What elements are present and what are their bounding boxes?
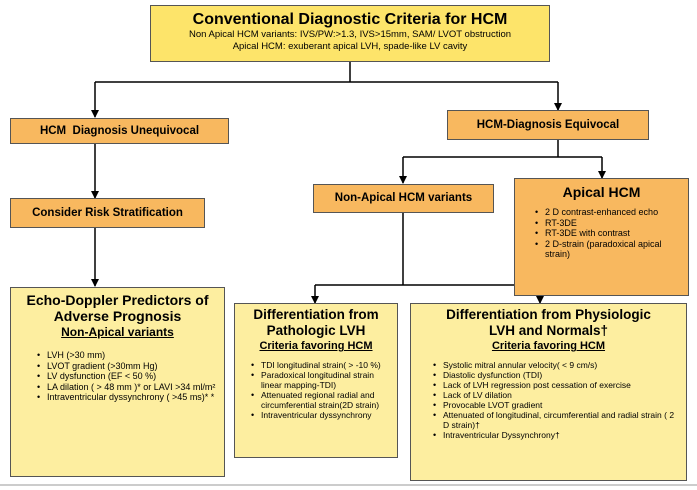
unequivocal-label: HCM Diagnosis Unequivocal — [39, 125, 200, 137]
pathologic-heading-1: Differentiation from — [253, 307, 379, 322]
echo-subheading: Non-Apical variants — [61, 325, 174, 339]
physiologic-item: Diastolic dysfunction (TDI) — [433, 370, 680, 381]
echo-item: LA dilation ( > 48 mm )* or LAVI >34 ml/… — [37, 382, 218, 393]
physiologic-heading-2: LVH and Normals† — [488, 323, 609, 338]
title-line-1: Non Apical HCM variants: IVS/PW:>1.3, IV… — [188, 29, 512, 40]
echo-item: Intraventricular dyssynchrony ( >45 ms)*… — [37, 392, 218, 403]
pathologic-item: Intraventricular dyssynchrony — [251, 410, 393, 421]
pathologic-box: Differentiation from Pathologic LVH Crit… — [234, 303, 398, 458]
apical-box: Apical HCM 2 D contrast-enhanced echo RT… — [514, 178, 689, 296]
physiologic-box: Differentiation from Physiologic LVH and… — [410, 303, 687, 481]
risk-box: Consider Risk Stratification — [10, 198, 205, 228]
echo-item: LV dysfunction (EF < 50 %) — [37, 371, 218, 382]
nonapical-box: Non-Apical HCM variants — [313, 184, 494, 213]
physiologic-list: Systolic mitral annular velocity( < 9 cm… — [429, 360, 680, 441]
title-box: Conventional Diagnostic Criteria for HCM… — [150, 5, 550, 62]
apical-heading: Apical HCM — [562, 184, 641, 200]
pathologic-item: Paradoxical longitudinal strain linear m… — [251, 370, 393, 390]
physiologic-item: Attenuated of longitudinal, circumferent… — [433, 410, 680, 430]
echo-item: LVH (>30 mm) — [37, 350, 218, 361]
physiologic-item: Intraventricular Dyssynchrony† — [433, 430, 680, 441]
apical-list: 2 D contrast-enhanced echo RT-3DE RT-3DE… — [531, 207, 682, 260]
pathologic-list: TDI longitudinal strain( > -10 %) Parado… — [247, 360, 393, 421]
echo-box: Echo-Doppler Predictors of Adverse Progn… — [10, 287, 225, 477]
physiologic-item: Provocable LVOT gradient — [433, 400, 680, 411]
title-heading: Conventional Diagnostic Criteria for HCM — [192, 11, 508, 28]
equivocal-label: HCM-Diagnosis Equivocal — [476, 119, 620, 131]
risk-label: Consider Risk Stratification — [32, 207, 183, 219]
physiologic-subheading: Criteria favoring HCM — [491, 340, 606, 352]
physiologic-heading-1: Differentiation from Physiologic — [446, 307, 651, 322]
echo-heading-2: Adverse Prognosis — [53, 308, 182, 324]
apical-item: RT-3DE with contrast — [535, 228, 682, 239]
equivocal-box: HCM-Diagnosis Equivocal — [447, 110, 649, 140]
pathologic-subheading: Criteria favoring HCM — [259, 340, 373, 352]
apical-item: 2 D-strain (paradoxical apical strain) — [535, 239, 682, 260]
apical-item: 2 D contrast-enhanced echo — [535, 207, 682, 218]
unequivocal-box: HCM Diagnosis Unequivocal — [10, 118, 229, 144]
echo-item: LVOT gradient (>30mm Hg) — [37, 361, 218, 372]
echo-list: LVH (>30 mm) LVOT gradient (>30mm Hg) LV… — [33, 350, 218, 403]
pathologic-item: Attenuated regional radial and circumfer… — [251, 390, 393, 410]
title-line-2: Apical HCM: exuberant apical LVH, spade-… — [232, 41, 468, 52]
pathologic-heading-2: Pathologic LVH — [266, 323, 366, 338]
physiologic-item: Lack of LVH regression post cessation of… — [433, 380, 680, 391]
pathologic-item: TDI longitudinal strain( > -10 %) — [251, 360, 393, 371]
physiologic-item: Lack of LV dilation — [433, 390, 680, 401]
physiologic-item: Systolic mitral annular velocity( < 9 cm… — [433, 360, 680, 371]
apical-item: RT-3DE — [535, 218, 682, 229]
nonapical-label: Non-Apical HCM variants — [334, 192, 473, 204]
echo-heading-1: Echo-Doppler Predictors of — [26, 292, 209, 308]
